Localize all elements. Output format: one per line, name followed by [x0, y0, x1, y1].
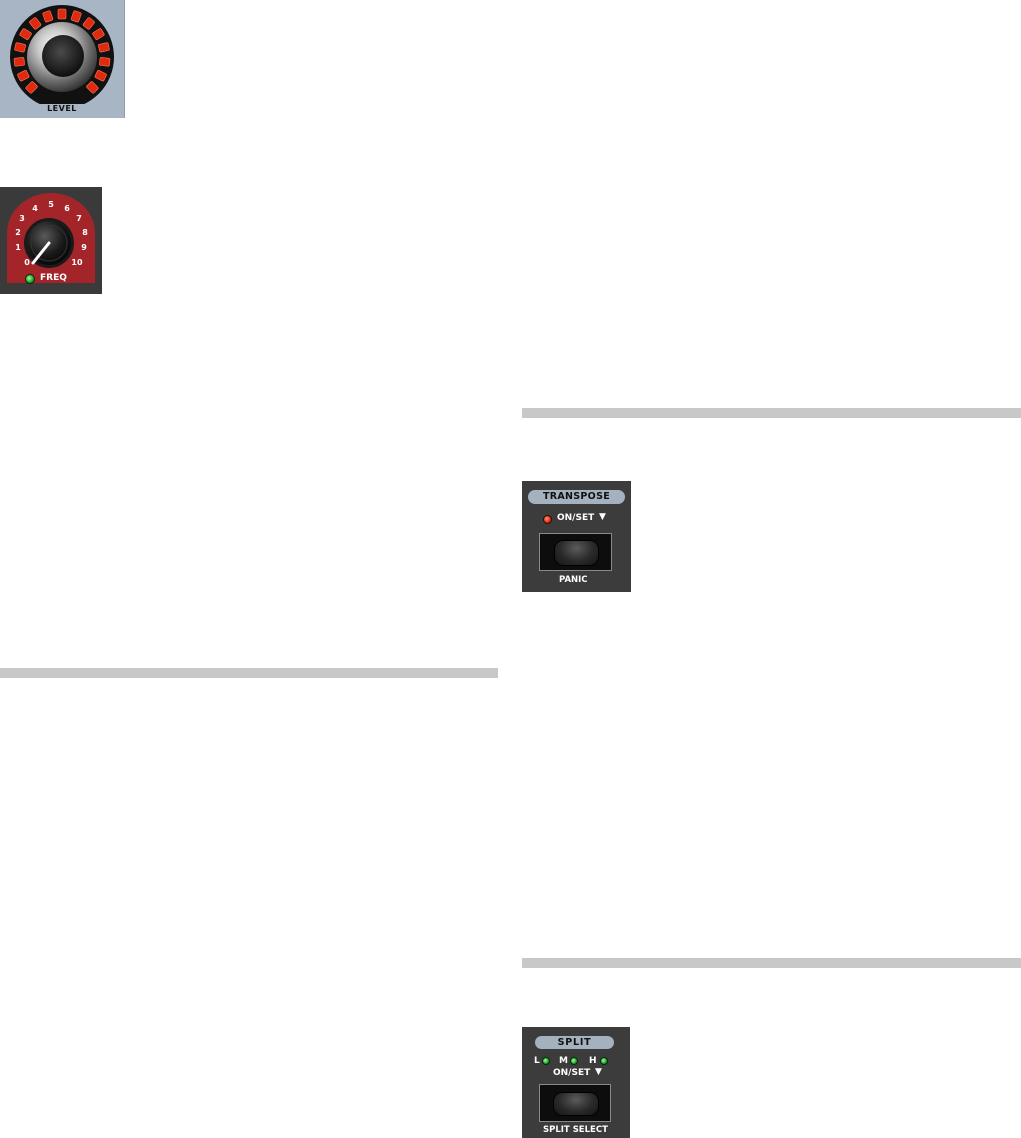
- panic-label: PANIC: [559, 575, 588, 585]
- freq-label: FREQ: [40, 273, 67, 283]
- split-title: SPLIT: [535, 1036, 614, 1049]
- freq-scale-9: 9: [81, 243, 87, 252]
- freq-led-indicator: [25, 274, 35, 284]
- split-led-label-h: H: [589, 1056, 597, 1066]
- level-led-6: [29, 17, 42, 30]
- freq-scale-8: 8: [82, 228, 88, 237]
- split-panel: SPLIT L M H ON/SET ▼ SPLIT SELECT: [522, 1027, 630, 1138]
- level-led-14: [94, 70, 107, 82]
- level-led-5: [19, 28, 32, 40]
- transpose-led-indicator: [543, 515, 552, 524]
- panic-button[interactable]: [554, 540, 599, 566]
- split-led-label-l: L: [534, 1056, 540, 1066]
- split-onset-arrow-icon: ▼: [595, 1067, 602, 1077]
- split-select-button-frame: [539, 1084, 611, 1122]
- freq-scale-0: 0: [24, 258, 30, 267]
- level-led-11: [92, 28, 105, 40]
- transpose-onset-arrow-icon: ▼: [599, 512, 606, 522]
- split-select-label: SPLIT SELECT: [543, 1125, 608, 1135]
- transpose-onset-label: ON/SET: [557, 513, 595, 523]
- transpose-title: TRANSPOSE: [528, 490, 625, 504]
- level-led-2: [17, 70, 30, 82]
- split-led-l: [542, 1057, 550, 1065]
- panic-button-frame: [539, 533, 612, 571]
- section-divider-right-1: [522, 408, 1021, 418]
- freq-scale-3: 3: [19, 214, 25, 223]
- level-knob[interactable]: [0, 0, 124, 104]
- level-knob-cap: [42, 35, 84, 77]
- split-onset-label: ON/SET: [553, 1068, 591, 1078]
- freq-knob-panel: 0 1 2 3 4 5 6 7 8 9 10 FREQ: [0, 187, 102, 294]
- level-led-group: [13, 8, 111, 94]
- section-divider-right-2: [522, 958, 1021, 968]
- freq-scale-7: 7: [76, 214, 82, 223]
- level-knob-panel: LEVEL: [0, 0, 125, 118]
- level-led-7: [42, 10, 54, 23]
- level-led-4: [14, 42, 26, 53]
- section-divider-left: [0, 668, 498, 678]
- level-led-10: [82, 17, 95, 30]
- level-led-13: [99, 57, 111, 67]
- level-led-1: [25, 81, 38, 94]
- split-led-label-m: M: [559, 1056, 568, 1066]
- freq-knob-graphic: [7, 193, 95, 283]
- freq-scale-6: 6: [64, 204, 70, 213]
- freq-knob[interactable]: [24, 218, 74, 268]
- level-led-9: [70, 10, 82, 23]
- freq-scale-10: 10: [71, 258, 83, 267]
- level-led-3: [13, 57, 25, 67]
- transpose-panel: TRANSPOSE ON/SET ▼ PANIC: [522, 481, 631, 592]
- split-led-h: [600, 1057, 608, 1065]
- level-led-15: [86, 81, 99, 94]
- split-select-button[interactable]: [553, 1092, 599, 1116]
- freq-scale-5: 5: [48, 200, 54, 209]
- freq-knob-pointer: [31, 241, 51, 265]
- level-label: LEVEL: [47, 104, 77, 113]
- level-led-8: [57, 8, 67, 20]
- level-led-12: [98, 42, 110, 53]
- freq-scale-2: 2: [15, 228, 21, 237]
- freq-scale-1: 1: [15, 243, 21, 252]
- freq-scale-4: 4: [32, 204, 38, 213]
- split-led-m: [570, 1057, 578, 1065]
